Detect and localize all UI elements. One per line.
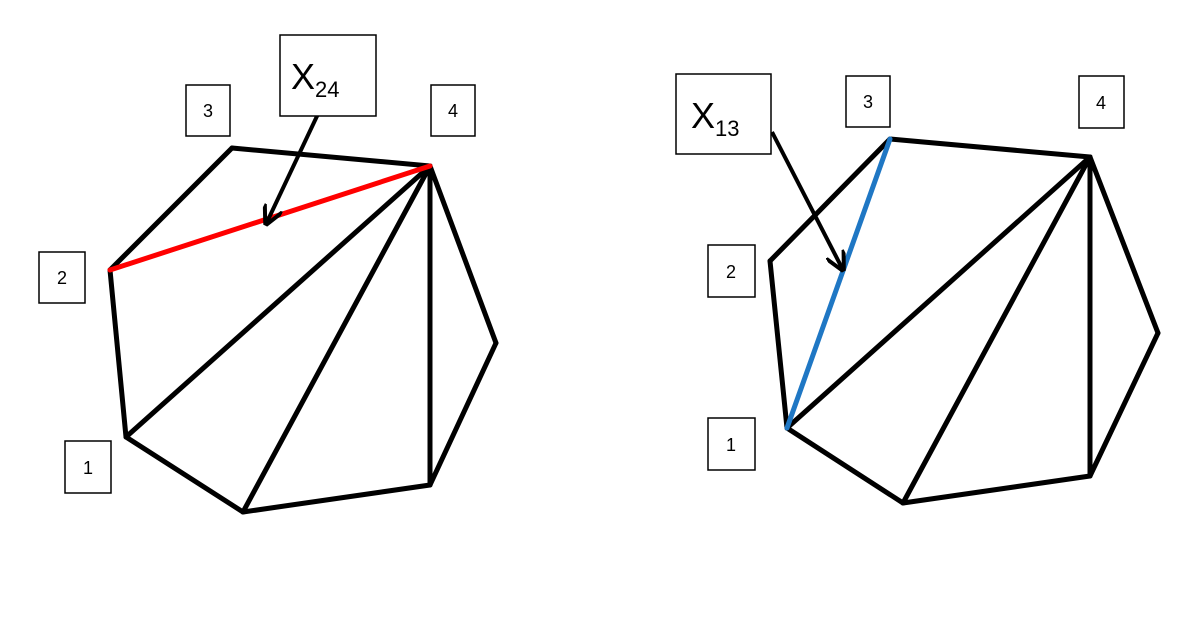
left-edge-7-1 [123,434,246,515]
right-edge-1-2 [767,258,790,431]
right-label-4: 4 [1078,75,1125,129]
left-diagonal-4-1 [123,163,433,440]
left-callout-x24: X24 [279,34,377,117]
svg-text:X13: X13 [691,95,740,141]
left-edge-6-7 [240,482,433,515]
right-edge-3-4 [887,136,1093,160]
right-edge-7-1 [784,425,906,506]
right-edge-6-7 [900,473,1093,506]
left-callout-sub: 24 [315,77,339,102]
svg-text:3: 3 [203,101,213,121]
right-flip-diagonal-1-3 [784,136,893,431]
right-diagonal-4-7 [900,154,1093,506]
left-edge-3-4 [229,145,433,169]
svg-text:X24: X24 [291,56,340,102]
left-label-2: 2 [38,251,86,304]
left-edge-2-3 [107,145,235,273]
right-label-3: 3 [845,75,891,128]
svg-text:4: 4 [448,101,458,121]
left-polygon [107,113,499,515]
svg-text:1: 1 [726,435,736,455]
left-callout-arrow [267,113,320,222]
right-polygon [767,131,1161,506]
right-label-2: 2 [707,244,756,298]
svg-text:2: 2 [57,268,67,288]
right-callout-x13: X13 [675,73,772,155]
right-diagonal-4-1 [784,154,1093,431]
right-edge-5-6 [1087,330,1161,479]
right-edge-4-5 [1087,154,1161,336]
left-edge-5-6 [427,340,499,488]
svg-text:3: 3 [863,92,873,112]
svg-text:1: 1 [83,458,93,478]
right-edge-2-3 [767,136,893,264]
svg-text:4: 4 [1096,93,1106,113]
right-callout-sub: 13 [715,116,739,141]
right-callout-arrow [770,131,842,268]
left-label-3: 3 [185,84,231,137]
left-edge-1-2 [107,267,129,440]
left-diagonal-4-7 [240,163,433,515]
left-callout-main: X [291,56,315,97]
left-label-1: 1 [64,440,112,494]
left-label-4: 4 [430,84,476,137]
svg-text:2: 2 [726,262,736,282]
right-label-1: 1 [707,417,756,471]
right-callout-main: X [691,95,715,136]
left-edge-4-5 [427,163,499,346]
